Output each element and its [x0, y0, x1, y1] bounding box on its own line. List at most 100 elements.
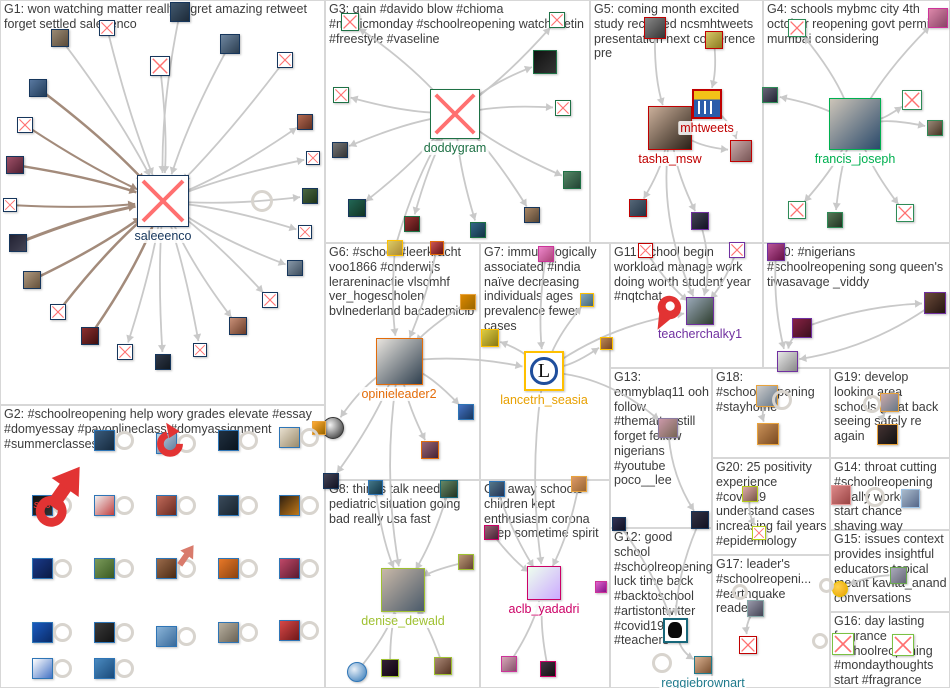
missing-avatar-node[interactable]: [277, 52, 293, 68]
avatar-node[interactable]: [644, 17, 666, 39]
missing-avatar-node[interactable]: [341, 13, 359, 31]
avatar-node[interactable]: [404, 216, 420, 232]
avatar-node[interactable]: [9, 234, 27, 252]
avatar-node[interactable]: [170, 2, 190, 22]
g2-avatar-node[interactable]: [155, 625, 177, 647]
avatar-node[interactable]: [927, 120, 943, 136]
avatar-node[interactable]: [658, 418, 678, 438]
g2-avatar-node[interactable]: [155, 494, 177, 516]
avatar-node[interactable]: [691, 212, 709, 230]
avatar-node[interactable]: [229, 317, 247, 335]
avatar-node[interactable]: [595, 581, 607, 593]
avatar-node[interactable]: [297, 114, 313, 130]
avatar-node[interactable]: [924, 292, 946, 314]
graph-node-opinieleader2[interactable]: [375, 337, 423, 385]
avatar-node[interactable]: [629, 199, 647, 217]
missing-avatar-node[interactable]: [637, 242, 653, 258]
graph-node-mhtweets[interactable]: [692, 89, 722, 119]
graph-node-aclb-yadadri[interactable]: [527, 566, 561, 600]
avatar-node[interactable]: [776, 350, 798, 372]
avatar-node[interactable]: [599, 336, 613, 350]
g2-avatar-node[interactable]: [155, 557, 177, 579]
g2-avatar-node[interactable]: [278, 426, 300, 448]
avatar-node[interactable]: [29, 79, 47, 97]
avatar-node[interactable]: [470, 222, 486, 238]
avatar-node[interactable]: [827, 212, 843, 228]
missing-avatar-node[interactable]: [117, 344, 133, 360]
avatar-node[interactable]: [928, 8, 948, 28]
avatar-node[interactable]: [889, 566, 907, 584]
avatar-node[interactable]: [524, 207, 540, 223]
avatar-node[interactable]: [540, 661, 556, 677]
missing-avatar-node[interactable]: [788, 201, 806, 219]
missing-avatar-node[interactable]: [262, 292, 278, 308]
g2-avatar-node[interactable]: [278, 557, 300, 579]
avatar-node[interactable]: [348, 199, 366, 217]
missing-avatar-node[interactable]: [788, 19, 806, 37]
g2-avatar-node[interactable]: [278, 619, 300, 641]
missing-avatar-node[interactable]: [298, 225, 312, 239]
missing-avatar-node[interactable]: [306, 151, 320, 165]
graph-node-doddygram[interactable]: [430, 89, 480, 139]
missing-avatar-node[interactable]: [150, 56, 170, 76]
avatar-node[interactable]: [563, 171, 581, 189]
graph-node-teacherchalky1[interactable]: [686, 297, 714, 325]
avatar-node[interactable]: [367, 479, 383, 495]
g2-avatar-node[interactable]: [217, 429, 239, 451]
avatar-node[interactable]: [421, 441, 439, 459]
g2-avatar-node[interactable]: [31, 557, 53, 579]
g2-avatar-node[interactable]: [217, 621, 239, 643]
g2-avatar-node[interactable]: [93, 657, 115, 679]
avatar-node[interactable]: [612, 517, 626, 531]
avatar-node[interactable]: [580, 293, 594, 307]
avatar-node[interactable]: [302, 188, 318, 204]
graph-node-francis-joseph[interactable]: [829, 98, 881, 150]
avatar-node[interactable]: [746, 599, 764, 617]
missing-avatar-node[interactable]: [555, 100, 571, 116]
avatar-node[interactable]: [81, 327, 99, 345]
avatar-node[interactable]: [434, 657, 452, 675]
avatar-node[interactable]: [155, 354, 171, 370]
avatar-node[interactable]: [220, 34, 240, 54]
avatar-node[interactable]: [460, 294, 476, 310]
avatar-node[interactable]: [430, 241, 444, 255]
avatar-node[interactable]: [831, 485, 851, 505]
missing-avatar-node[interactable]: [99, 20, 115, 36]
missing-avatar-node[interactable]: [549, 12, 565, 28]
avatar-node[interactable]: [691, 511, 709, 529]
avatar-node[interactable]: [792, 318, 812, 338]
avatar-node[interactable]: [538, 246, 554, 262]
missing-avatar-node[interactable]: [892, 634, 914, 656]
graph-node-saleeenco[interactable]: [137, 175, 189, 227]
g2-avatar-node[interactable]: [93, 621, 115, 643]
g2-avatar-node[interactable]: [93, 557, 115, 579]
g2-avatar-node[interactable]: [31, 621, 53, 643]
avatar-node[interactable]: [287, 260, 303, 276]
avatar-node[interactable]: [876, 423, 898, 445]
avatar-node[interactable]: [23, 271, 41, 289]
g2-avatar-node[interactable]: [278, 494, 300, 516]
missing-avatar-node[interactable]: [333, 87, 349, 103]
g2-avatar-node[interactable]: [93, 494, 115, 516]
avatar-node[interactable]: [458, 404, 474, 420]
raised-fist-icon-node[interactable]: [662, 617, 688, 643]
avatar-node[interactable]: [489, 481, 505, 497]
avatar-node[interactable]: [440, 480, 458, 498]
missing-avatar-node[interactable]: [3, 198, 17, 212]
avatar-node[interactable]: [481, 329, 499, 347]
avatar-node[interactable]: [458, 554, 474, 570]
avatar-node[interactable]: [705, 31, 723, 49]
missing-avatar-node[interactable]: [832, 633, 854, 655]
graph-node-lancetrh-seasia[interactable]: L: [524, 351, 564, 391]
g2-avatar-node[interactable]: [31, 657, 53, 679]
avatar-node[interactable]: [757, 423, 779, 445]
g2-avatar-node[interactable]: [217, 494, 239, 516]
graph-node-reggiebrownart[interactable]: [694, 656, 712, 674]
g2-avatar-node[interactable]: [217, 557, 239, 579]
missing-avatar-node[interactable]: [193, 343, 207, 357]
avatar-node[interactable]: [6, 156, 24, 174]
avatar-node[interactable]: [381, 659, 399, 677]
missing-avatar-node[interactable]: [729, 242, 745, 258]
avatar-node[interactable]: [730, 140, 752, 162]
avatar-node[interactable]: [332, 142, 348, 158]
